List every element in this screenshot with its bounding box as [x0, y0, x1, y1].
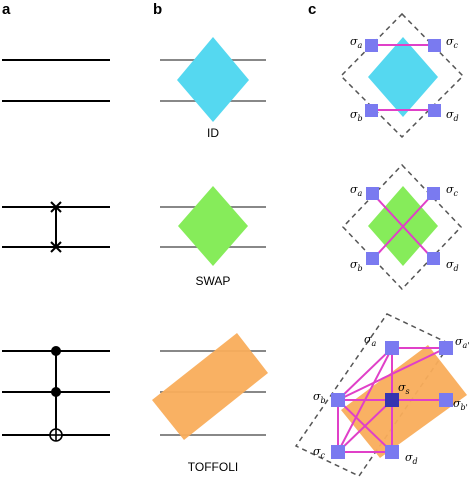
- panel-label-b: b: [153, 1, 162, 18]
- sigma-label: σb: [313, 390, 326, 405]
- node-square: [385, 341, 399, 355]
- node-square: [385, 393, 399, 407]
- node-square: [366, 187, 379, 200]
- dashed-boundary: [294, 313, 452, 477]
- panel-label-a: a: [2, 1, 11, 18]
- sigma-label: σd: [405, 451, 418, 466]
- sigma-label: σa: [350, 35, 363, 50]
- node-square: [427, 252, 440, 265]
- sigma-label: σa: [350, 183, 363, 198]
- control-dot-icon: [51, 387, 61, 397]
- sigma-label: σb: [350, 258, 363, 273]
- toffoli-rectangle: [341, 345, 467, 458]
- sigma-label: σa: [364, 333, 377, 348]
- node-square: [428, 104, 441, 117]
- panel-b-shapes: ID SWAP TOFFOLI: [152, 37, 268, 474]
- node-square: [439, 341, 453, 355]
- node-square: [331, 393, 345, 407]
- toffoli-shape: TOFFOLI: [152, 333, 268, 474]
- connection-lines: [337, 347, 447, 453]
- connection-line: [372, 193, 434, 260]
- node-square: [428, 39, 441, 52]
- swap-cross-icon: [50, 201, 62, 213]
- node-square: [365, 104, 378, 117]
- target-plus-icon: [49, 428, 63, 442]
- sigma-label: σd: [446, 258, 459, 273]
- sigma-label: σc: [313, 445, 326, 460]
- toffoli-label: TOFFOLI: [188, 460, 238, 474]
- sigma-label: σb: [350, 108, 363, 123]
- id-diamond: [368, 37, 438, 117]
- node-square: [365, 39, 378, 52]
- toffoli-connectivity: σa σa' σs σb σb' σc σd: [294, 313, 469, 477]
- sigma-label: σa': [455, 335, 469, 350]
- id-circuit: [2, 59, 110, 102]
- swap-shape: SWAP: [160, 186, 266, 288]
- swap-diamond: [178, 186, 248, 266]
- control-dot-icon: [51, 346, 61, 356]
- swap-cross-icon: [50, 241, 62, 253]
- id-connectivity: σa σc σb σd: [339, 12, 465, 139]
- node-square: [366, 252, 379, 265]
- dashed-boundary: [339, 12, 465, 139]
- swap-connectivity: σa σc σb σd: [341, 163, 463, 291]
- node-square: [385, 445, 399, 459]
- panel-a-circuits: [2, 59, 110, 442]
- id-label: ID: [207, 126, 219, 140]
- node-square: [439, 393, 453, 407]
- swap-label: SWAP: [196, 274, 231, 288]
- sigma-label: σd: [446, 108, 459, 123]
- dashed-boundary: [341, 163, 463, 291]
- id-shape: ID: [160, 37, 266, 140]
- sigma-label: σc: [446, 183, 459, 198]
- node-square: [427, 187, 440, 200]
- swap-circuit: [2, 201, 110, 253]
- toffoli-circuit: [2, 346, 110, 442]
- sigma-label: σs: [398, 381, 410, 396]
- id-diamond: [177, 37, 249, 122]
- node-square: [331, 445, 345, 459]
- toffoli-rectangle: [152, 333, 268, 440]
- panel-c-connectivity: σa σc σb σd σa σc σb σd: [294, 12, 469, 477]
- sigma-label: σb': [453, 397, 468, 412]
- panel-label-c: c: [308, 1, 316, 18]
- sigma-label: σc: [446, 35, 459, 50]
